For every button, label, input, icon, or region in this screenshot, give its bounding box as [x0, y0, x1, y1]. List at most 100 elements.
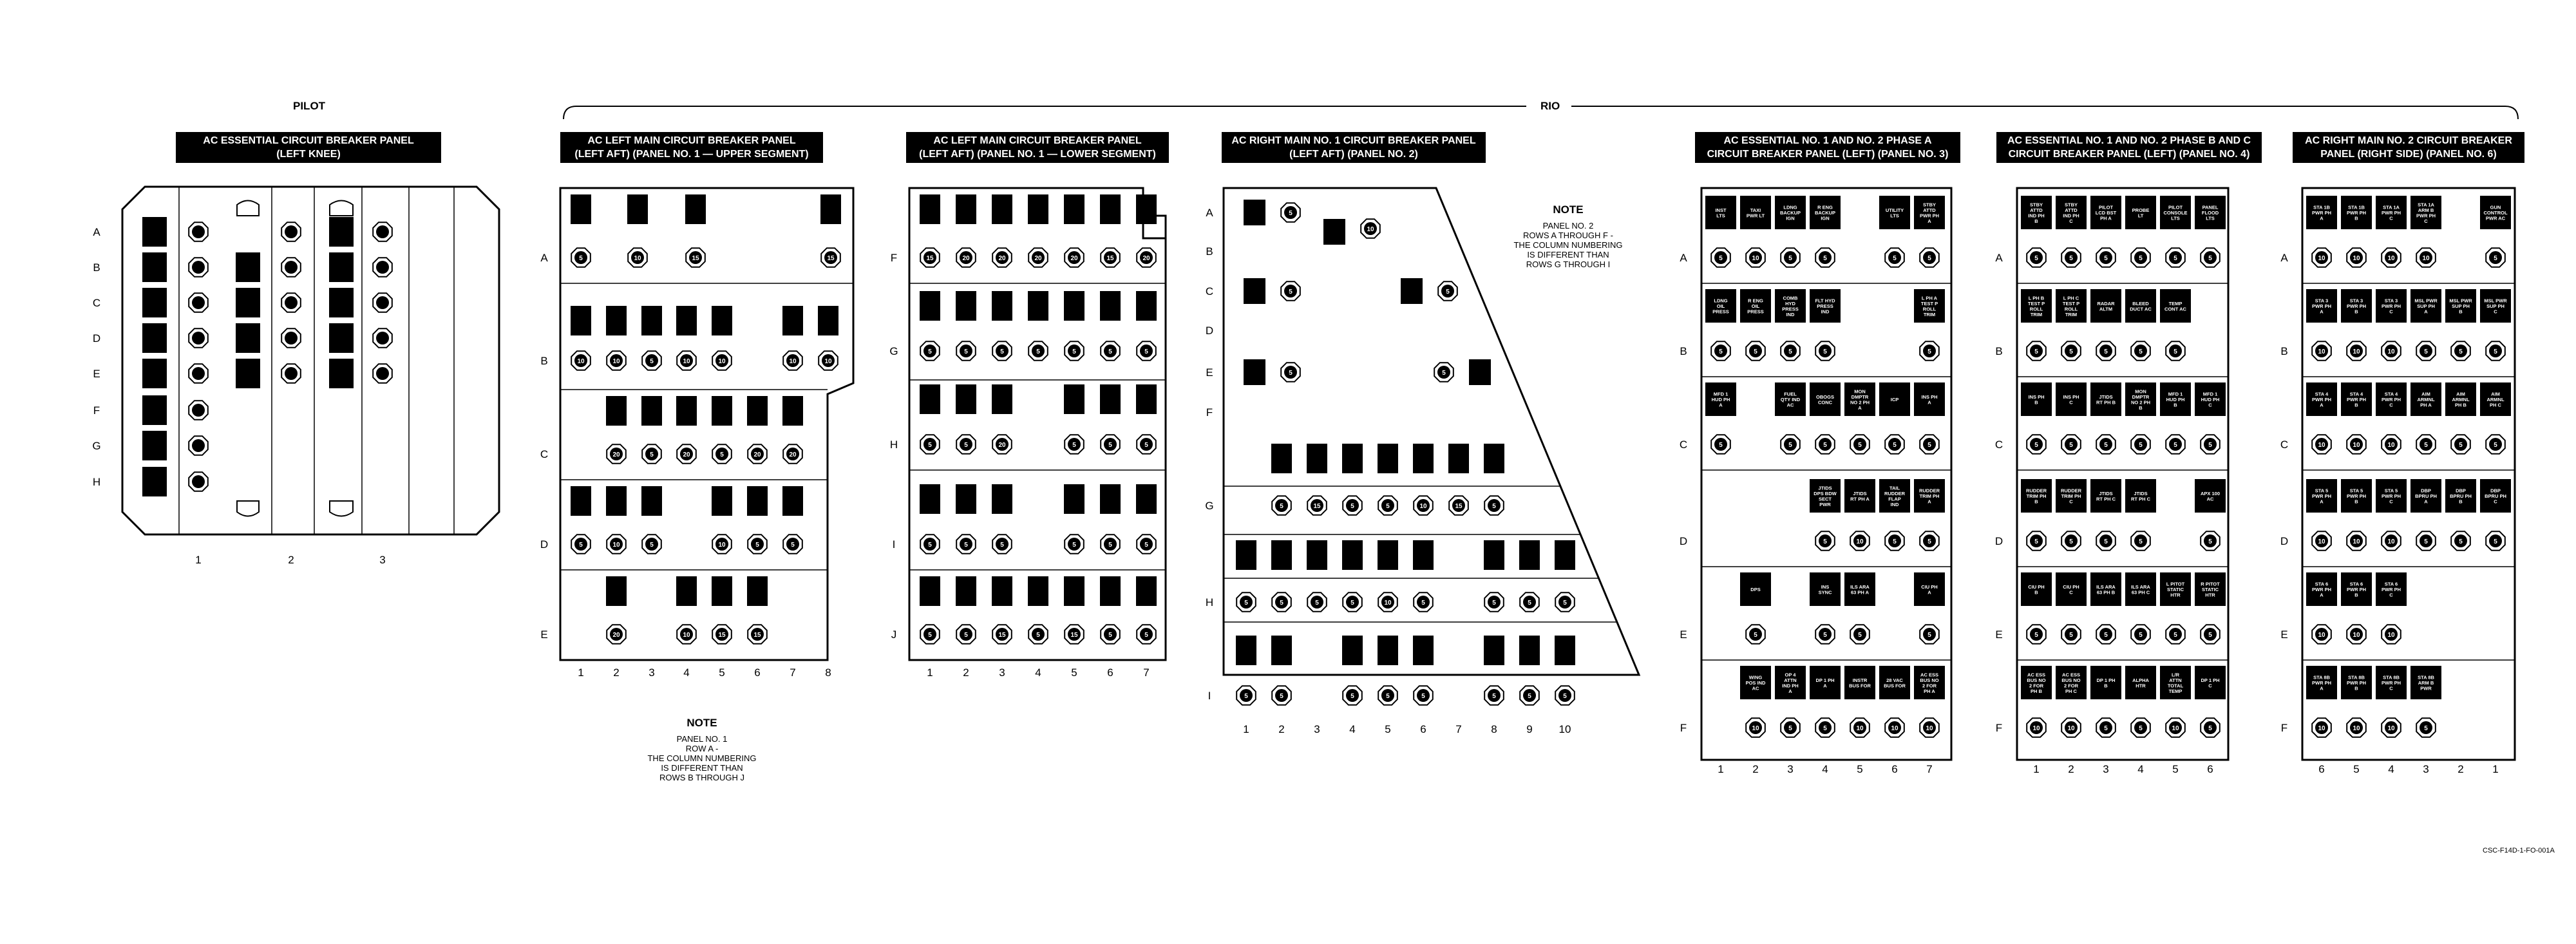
- breaker-p2_I-cap: [996, 538, 1009, 551]
- breaker-label-p5-E: [2056, 572, 2087, 606]
- column-label-4: 4: [683, 666, 689, 679]
- breaker-p1-C-rating: 5: [650, 451, 654, 458]
- breaker-p6-B-rating: 10: [2353, 348, 2360, 355]
- breaker-label-p6-F: [2376, 666, 2407, 699]
- breaker-label-p6-B-text: MSL PWR: [2414, 298, 2438, 304]
- breaker-label-p6-B-text: B: [2354, 309, 2358, 315]
- breaker-label-p5-D: [2021, 479, 2052, 513]
- breaker-p1-B-cap: [680, 354, 693, 367]
- breaker-p1-E-rating: 10: [683, 632, 690, 639]
- row-label-B: B: [1995, 345, 2002, 357]
- breaker-label-p6-C: [2480, 382, 2511, 416]
- breaker-label-p4-B: [1914, 289, 1945, 323]
- breaker-p2_I-rating: 5: [928, 542, 932, 549]
- breaker-p2-H-cap: [1381, 596, 1394, 609]
- breaker-p2_F-cap: [996, 251, 1009, 264]
- breaker-p6-E-cap: [2350, 628, 2363, 641]
- breaker-label-p4-D-text: JTIDS: [1853, 491, 1866, 496]
- breaker-p6-C-cap: [2454, 438, 2467, 451]
- breaker-label-p5-A: [2056, 196, 2087, 229]
- breaker-p5-F-cap: [2169, 721, 2182, 734]
- breaker-p2_G-rating: 5: [1144, 348, 1148, 355]
- breaker-p2-G-rating: 5: [1280, 503, 1283, 510]
- breaker-p1-B-cap: [645, 354, 658, 367]
- breaker-label-p6-A-text: A: [2320, 216, 2324, 222]
- breaker-p2-I-rating: 5: [1350, 693, 1354, 700]
- breaker-label-p4-E: [1914, 572, 1945, 606]
- breaker-label-p4-B-text: R ENG: [1748, 298, 1763, 304]
- breaker-label-p4-D-text: RUDDER: [1919, 488, 1940, 494]
- breaker-p6-C-cap: [2385, 438, 2398, 451]
- breaker-p2_J-rating: 15: [998, 632, 1006, 639]
- breaker-label-p4-B: [1705, 289, 1736, 323]
- breaker-label-p5-E-text: 63 PH B: [2097, 589, 2116, 595]
- breaker-p2-I-rating: 5: [1563, 693, 1567, 700]
- breaker-label-p4-E-text: A: [1927, 589, 1931, 595]
- breaker-p6-E-cap: [2315, 628, 2328, 641]
- breaker-p2_I-cap: [1068, 538, 1081, 551]
- breaker-p4-A-rating: 5: [1927, 255, 1931, 262]
- breaker-label-p4-B: [1775, 289, 1806, 323]
- breaker-p6-A-rating: 10: [2387, 255, 2395, 262]
- breaker-p1-A-cap: [574, 251, 587, 264]
- breaker-label-p4-F-text: WING: [1749, 675, 1763, 681]
- breaker-label-p4-F-text: INSTR: [1853, 677, 1868, 683]
- breaker-label-p5-D-text: RT PH C: [2131, 496, 2151, 502]
- breaker-p5-B-rating: 5: [2104, 348, 2108, 355]
- breaker-label-p0-c2: [236, 252, 260, 282]
- breaker-label-p5-D-text: RT PH C: [2096, 496, 2116, 502]
- breaker-p4-F-cap: [1853, 721, 1866, 734]
- breaker-label-p6-D-text: STA 5: [2315, 488, 2328, 494]
- column-label-3: 3: [2103, 763, 2108, 775]
- row-label-A: A: [1995, 252, 2003, 264]
- breaker-label-p6-F: [2410, 666, 2441, 699]
- breaker-label-p5-A: [2195, 196, 2226, 229]
- breaker-label-p1-B: [782, 306, 803, 335]
- breaker-label-p2-H: [1555, 540, 1575, 570]
- breaker-label-p6-B-text: SUP PH: [2452, 303, 2470, 309]
- breaker-p2_I-cap: [923, 538, 936, 551]
- breaker-label-p4-A-text: BACKUP: [1815, 210, 1835, 216]
- breaker-label-p4-C-text: MFD 1: [1714, 392, 1728, 397]
- breaker-label-p4-A-text: ATTD: [1923, 207, 1936, 213]
- breaker-p1-D-rating: 10: [718, 542, 726, 549]
- breaker-label-p4-C-text: AC: [1787, 402, 1794, 408]
- breaker-p2_J-cap: [996, 628, 1009, 641]
- breaker-p2-I-cap: [1558, 689, 1571, 702]
- breaker-p2-G-rating: 5: [1350, 503, 1354, 510]
- breaker-p5-D-rating: 5: [2139, 538, 2143, 545]
- breaker-p2_G-rating: 5: [964, 348, 968, 355]
- breaker-label-p1-C: [712, 396, 732, 426]
- breaker-label-p4-C-text: MON: [1854, 388, 1866, 394]
- breaker-label-p5-A-text: PILOT: [2099, 205, 2114, 211]
- breaker-label-p5-F: [2090, 666, 2121, 699]
- breaker-p2-I-cap: [1240, 689, 1253, 702]
- breaker-label-p5-C-text: INS PH: [2028, 394, 2044, 400]
- breaker-label-p2_F: [920, 194, 940, 224]
- breaker-p1-A-cap: [631, 251, 644, 264]
- breaker-label-p4-C-text: FUEL: [1784, 392, 1797, 397]
- breaker-label-p6-B-text: PWR PH: [2347, 303, 2366, 309]
- breaker-label-p0-c3: [329, 323, 354, 353]
- breaker-label-p6-B-text: STA 3: [2315, 298, 2328, 304]
- breaker-p2-A-rating: 5: [1289, 210, 1293, 217]
- row-label-A: A: [1206, 207, 1213, 219]
- breaker-label-p5-F-text: PH C: [2065, 688, 2078, 694]
- breaker-p5-E-rating: 5: [2034, 632, 2038, 639]
- breaker-label-p4-C: [1775, 382, 1806, 416]
- breaker-label-p6-C-text: PH A: [2420, 402, 2432, 408]
- breaker-label-p4-A-text: INST: [1715, 207, 1727, 213]
- breaker-p5-D-cap: [2099, 534, 2112, 547]
- breaker-label-p6-E-text: B: [2354, 592, 2358, 598]
- breaker-label-p5-E-text: ILS ARA: [2131, 584, 2150, 590]
- breaker-label-p2_J: [1064, 576, 1084, 606]
- breaker-label-p6-C-text: AIM: [2491, 392, 2500, 397]
- breaker-label-p6-D-text: PWR PH: [2382, 493, 2401, 499]
- breaker-label-p2-C: [1401, 278, 1423, 304]
- breaker-label-p4-F-text: A: [1823, 683, 1827, 688]
- breaker-label-p6-E-text: C: [2389, 592, 2393, 598]
- breaker-label-p5-E-text: STATIC: [2202, 587, 2219, 592]
- breaker-label-p4-F-text: BUS FOR: [1884, 683, 1906, 688]
- breaker-p2_H-cap: [1104, 438, 1117, 451]
- breaker-p6-C-cap: [2489, 438, 2502, 451]
